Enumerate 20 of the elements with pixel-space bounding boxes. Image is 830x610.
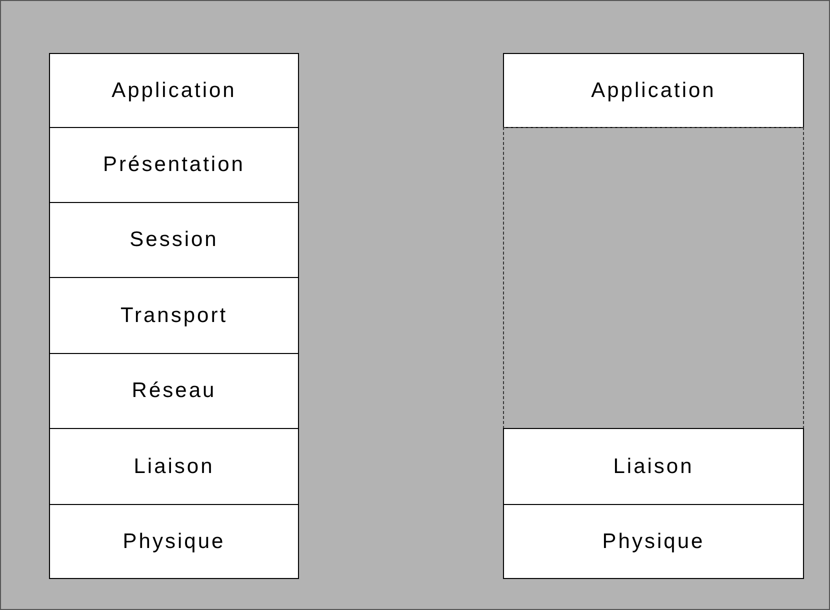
layer-name: Liaison xyxy=(613,454,694,478)
layer-box xyxy=(49,127,299,203)
layer-box xyxy=(49,202,299,278)
layer-name: Application xyxy=(112,78,236,102)
layer-name: Application xyxy=(591,78,716,102)
layer-box xyxy=(49,428,299,505)
layer-box xyxy=(503,504,804,579)
layer-name: Physique xyxy=(602,530,705,554)
layer-box xyxy=(49,53,299,128)
layer-box xyxy=(503,428,804,505)
layer-box xyxy=(49,504,299,579)
layer-name: Réseau xyxy=(132,379,216,403)
layer-name: Transport xyxy=(120,304,228,328)
layer-name: Physique xyxy=(122,530,226,554)
layer-name: Présentation xyxy=(103,153,245,177)
layer-name: Session xyxy=(130,228,218,252)
layer-box xyxy=(49,353,299,429)
layer-box xyxy=(49,277,299,354)
layer-box xyxy=(503,53,804,128)
layer-name: Liaison xyxy=(134,454,214,478)
